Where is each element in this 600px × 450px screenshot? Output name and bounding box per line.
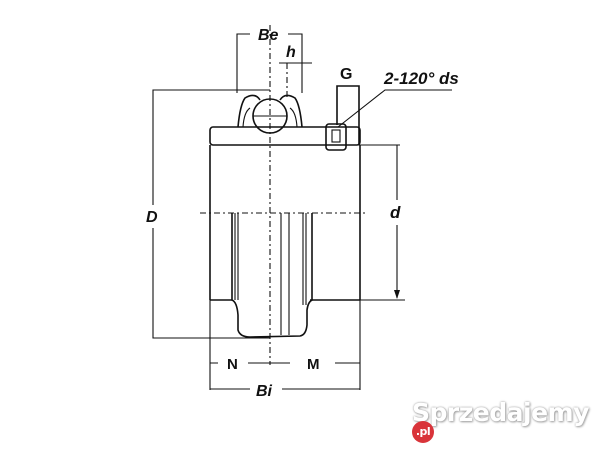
label-m: M <box>307 356 320 373</box>
label-bi: Bi <box>256 383 273 400</box>
label-n: N <box>227 356 238 373</box>
d-outer-dimension-lines <box>152 89 270 339</box>
label-h: h <box>286 44 296 61</box>
width-dimension-lines <box>209 300 361 390</box>
label-D: D <box>146 209 158 226</box>
label-g: G <box>340 66 352 83</box>
g-dimension-lines <box>336 85 360 145</box>
watermark-text: Sprzedajemy <box>412 398 589 427</box>
ds-leader-line <box>337 89 452 128</box>
label-be: Be <box>258 27 279 44</box>
label-d: d <box>390 203 401 222</box>
d-bore-dimension-lines <box>346 144 405 301</box>
ball-and-seals <box>237 94 303 134</box>
watermark-logo: Sprzedajemy.pl <box>412 398 600 450</box>
set-screw <box>325 123 347 151</box>
outer-ring <box>209 126 361 301</box>
label-ds: 2-120° ds <box>383 69 459 88</box>
inner-ring <box>231 213 313 338</box>
be-dimension-lines <box>236 33 303 93</box>
watermark-suffix: .pl <box>412 421 434 443</box>
